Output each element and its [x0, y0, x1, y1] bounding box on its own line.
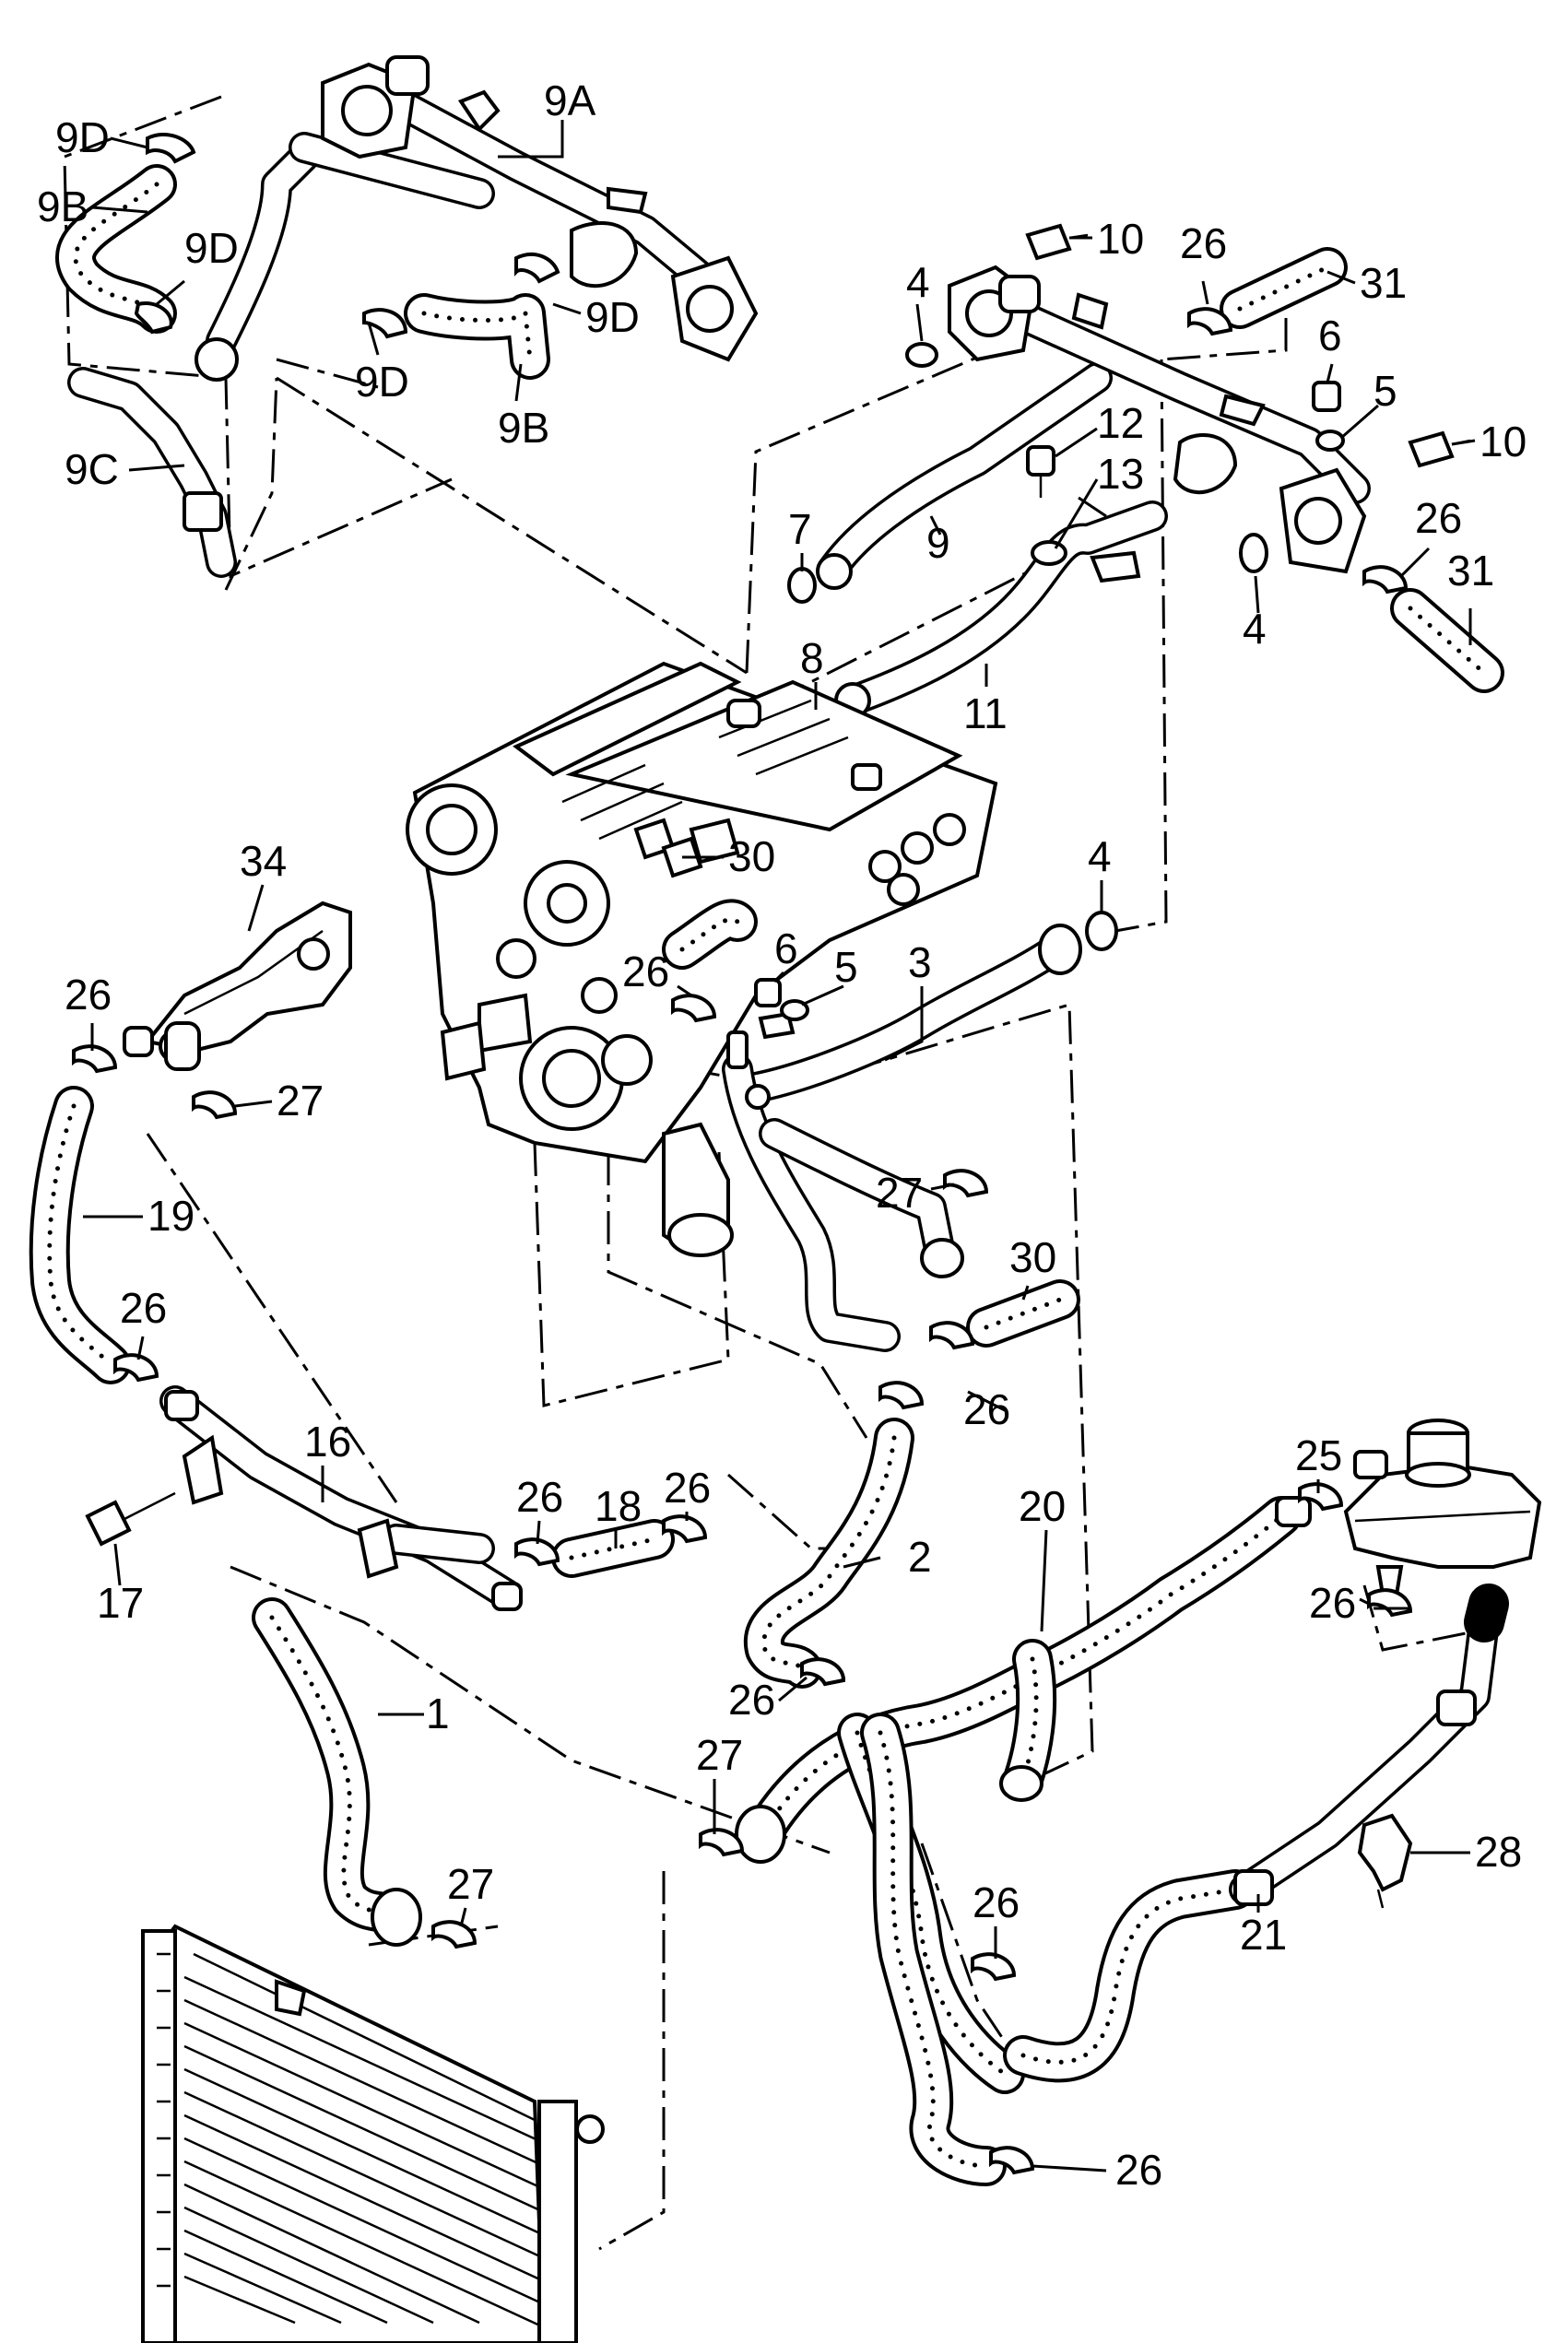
label-4-center: 4 — [1088, 832, 1112, 880]
expansion-tank — [1343, 1419, 1542, 1596]
label-31-right: 31 — [1447, 547, 1494, 595]
label-9D-left: 9D — [184, 224, 239, 272]
label-26-center: 26 — [963, 1385, 1010, 1433]
label-5-right: 5 — [1373, 367, 1397, 415]
hose-20 — [735, 1496, 1312, 2186]
hose-1 — [252, 1597, 477, 1949]
hose-19 — [29, 1086, 131, 1384]
coolant-pipe-11 — [834, 500, 1168, 719]
label-27-lower: 27 — [696, 1731, 743, 1779]
label-5-center: 5 — [834, 943, 858, 991]
label-18: 18 — [595, 1482, 642, 1530]
label-26-left-top: 26 — [65, 971, 112, 1018]
label-20: 20 — [1019, 1482, 1066, 1530]
label-12: 12 — [1097, 399, 1144, 447]
label-7: 7 — [788, 505, 812, 553]
label-30-engine: 30 — [728, 832, 775, 880]
flange-34 — [123, 901, 352, 1071]
label-11: 11 — [963, 689, 1008, 737]
label-13: 13 — [1097, 450, 1144, 498]
label-28: 28 — [1475, 1828, 1522, 1876]
label-19: 19 — [147, 1192, 195, 1240]
bracket-pipe-9c — [67, 367, 237, 578]
label-26-left-mid: 26 — [120, 1284, 167, 1332]
label-30-center: 30 — [1009, 1233, 1056, 1281]
label-9C: 9C — [65, 445, 119, 493]
label-2: 2 — [908, 1533, 932, 1581]
label-8: 8 — [800, 634, 824, 682]
label-17: 17 — [97, 1579, 144, 1627]
label-26-right: 26 — [1415, 494, 1462, 542]
label-26-hose-18-left: 26 — [516, 1473, 563, 1521]
label-26-hose-2: 26 — [728, 1676, 775, 1724]
label-4-right: 4 — [1243, 605, 1267, 653]
hose-2 — [744, 1418, 914, 1689]
coolant-pipe-assembly-9a — [195, 55, 759, 382]
hose-21 — [1003, 1584, 1509, 2083]
label-9D-bottom: 9D — [355, 358, 409, 406]
label-6-right: 6 — [1318, 312, 1342, 359]
label-16: 16 — [304, 1418, 351, 1466]
pipe-16 — [159, 1385, 523, 1611]
bolt-17 — [85, 1491, 176, 1547]
hose-31-right — [1390, 588, 1504, 693]
label-27-radiator: 27 — [447, 1860, 494, 1908]
label-9B-left: 9B — [37, 182, 88, 230]
part-number-labels: 9D 9B 9A 9D 9D 9D 9B 9C 10 26 31 4 6 5 1… — [37, 77, 1527, 2194]
label-26-hose-18-right: 26 — [664, 1464, 711, 1512]
label-3: 3 — [908, 938, 932, 986]
label-34: 34 — [240, 837, 287, 885]
hose-31-top — [1220, 247, 1348, 329]
label-26-bottom: 26 — [1115, 2146, 1162, 2194]
label-1: 1 — [426, 1690, 450, 1737]
label-25: 25 — [1295, 1431, 1342, 1479]
engine-block — [406, 661, 998, 1257]
radiator — [141, 1924, 605, 2343]
label-leader-lines — [83, 120, 1476, 2172]
coolant-pipe-3 — [722, 912, 1116, 1352]
label-6-center: 6 — [774, 924, 798, 972]
label-4-top: 4 — [906, 258, 930, 306]
label-9D-top: 9D — [55, 113, 110, 161]
label-26-lower-mid: 26 — [973, 1878, 1020, 1926]
label-9A: 9A — [544, 77, 596, 124]
label-26-tank: 26 — [1309, 1579, 1356, 1627]
clip-28 — [1357, 1813, 1413, 1909]
coolant-pipe-9 — [816, 265, 1371, 590]
label-27-center: 27 — [876, 1169, 923, 1217]
hose-9b-center — [404, 293, 550, 380]
hose-18 — [551, 1519, 675, 1578]
label-9B-center: 9B — [498, 404, 549, 452]
hose-9b-left — [55, 164, 177, 334]
label-10-top: 10 — [1097, 215, 1144, 263]
label-9D-right: 9D — [585, 293, 640, 341]
label-10-right: 10 — [1480, 418, 1527, 465]
label-21: 21 — [1240, 1911, 1287, 1959]
label-31-top: 31 — [1360, 259, 1407, 307]
label-27-left: 27 — [277, 1077, 324, 1124]
hose-30-center — [966, 1279, 1080, 1348]
label-9: 9 — [926, 519, 950, 567]
label-26-engine: 26 — [622, 948, 669, 995]
hose-clips-9d — [134, 133, 560, 339]
label-26-top-right: 26 — [1180, 219, 1227, 267]
left-clips — [72, 1044, 708, 1567]
